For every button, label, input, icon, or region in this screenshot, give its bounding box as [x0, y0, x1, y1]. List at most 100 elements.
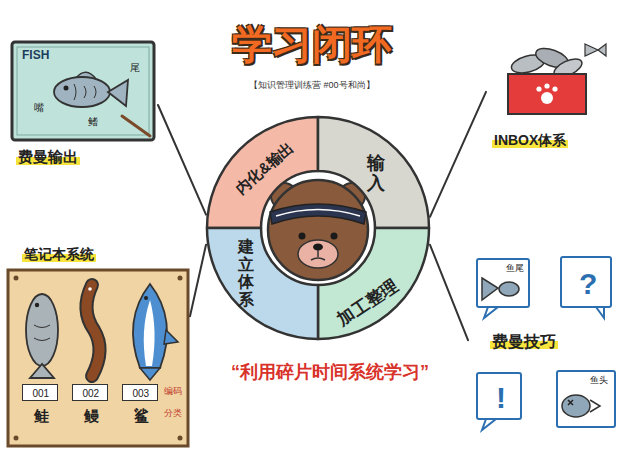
illustration-part — [299, 233, 306, 240]
connector-line — [430, 245, 468, 340]
segment-fill — [318, 117, 429, 228]
illustration-part — [276, 210, 360, 217]
free-label: FISH — [22, 48, 49, 62]
illustration-part — [482, 278, 498, 300]
illustration-part — [596, 307, 604, 318]
speech-card: 鱼头 — [556, 370, 616, 428]
illustration-part — [536, 86, 541, 91]
illustration-part — [484, 307, 498, 318]
node-text: 鱼头 — [590, 375, 608, 386]
illustration-part — [74, 84, 96, 100]
illustration-part — [12, 42, 154, 140]
diagram-title: 学习闭环 — [232, 20, 392, 68]
illustration-part — [508, 74, 586, 114]
feynman-cards — [476, 256, 616, 430]
illustration-part — [499, 282, 519, 296]
node-text: 001 — [33, 388, 50, 400]
illustration-part — [64, 86, 69, 91]
free-label: 尾 — [130, 62, 140, 74]
illustration-part — [476, 372, 522, 420]
free-label: 分类 — [164, 408, 182, 419]
node-text: 002 — [83, 388, 100, 400]
fish-board — [12, 42, 154, 140]
code-box: 001鲑 — [22, 384, 58, 401]
connector-line — [158, 105, 206, 215]
cycle-segment: 内化&输出 — [206, 116, 318, 228]
illustration-part — [144, 300, 155, 366]
free-label: 【知识管理训练营 #00号和尚】 — [249, 80, 375, 91]
illustration-part — [541, 92, 553, 104]
node-text: 鱼尾 — [506, 263, 524, 274]
illustration-part — [88, 287, 92, 291]
connector-line — [430, 92, 486, 217]
node-text: ? — [579, 266, 597, 302]
illustration-part — [544, 83, 549, 88]
inbox-panel: INBOX体系 — [486, 40, 606, 155]
node-text: ! — [496, 380, 506, 416]
illustration-part — [140, 368, 160, 380]
code-box: 003鲨 — [122, 384, 158, 401]
illustration-part — [144, 296, 148, 300]
illustration-part — [482, 419, 496, 430]
illustration-part — [26, 294, 58, 366]
illustration-part — [108, 80, 128, 106]
illustration-part — [562, 395, 590, 417]
illustration-part — [560, 256, 612, 308]
speech-card: ! — [476, 372, 522, 420]
illustration-part — [331, 233, 338, 240]
illustration-part — [568, 400, 573, 405]
illustration-part — [311, 250, 325, 260]
illustration-part — [552, 86, 557, 91]
node-text: 003 — [133, 388, 150, 400]
illustration-part — [298, 240, 338, 268]
segment-fill — [207, 228, 318, 339]
notebook-board — [8, 270, 188, 446]
bear-illustration — [268, 180, 368, 280]
illustration-part — [178, 436, 183, 441]
illustration-part — [122, 116, 150, 136]
node-text: 笔记本系统 — [22, 246, 96, 263]
illustration-part — [476, 258, 530, 308]
cycle-segment: 输入 — [318, 116, 430, 228]
node-text: 费曼技巧 — [490, 332, 558, 351]
illustration-part — [590, 400, 600, 412]
segment-shape — [206, 228, 318, 340]
cycle-segment: 建立体系 — [206, 228, 318, 340]
illustration-part — [556, 370, 616, 428]
node-text: 鲨 — [134, 407, 149, 425]
connector-line — [190, 245, 206, 316]
feynman-skill-group: 费曼技巧 鱼尾?! 鱼头 — [468, 252, 628, 448]
code-box: 002鳗 — [72, 384, 108, 401]
illustration-part — [30, 364, 54, 378]
illustration-part — [270, 204, 366, 224]
illustration-part — [35, 303, 39, 307]
node-text: 输入 — [367, 154, 385, 194]
speech-card: 鱼尾 — [476, 258, 530, 308]
illustration-part — [86, 285, 99, 376]
segment-shape — [318, 228, 430, 340]
segment-fill — [207, 117, 318, 228]
inbox-cat-box — [508, 44, 606, 114]
illustration-part — [86, 285, 99, 376]
illustration-part — [34, 325, 50, 341]
node-text: INBOX体系 — [492, 132, 568, 149]
illustration-part — [54, 77, 110, 107]
node-text: 费曼输出 — [16, 148, 80, 166]
illustration-part — [585, 44, 606, 56]
free-label: 鳍 — [88, 116, 98, 128]
illustration-part — [268, 180, 368, 280]
illustration-part — [164, 330, 178, 344]
illustration-part — [313, 244, 323, 251]
free-label: 编码 — [164, 386, 182, 397]
node-text: 鲑 — [34, 407, 49, 425]
illustration-part — [14, 276, 19, 281]
illustration-part — [14, 436, 19, 441]
node-text: 鳗 — [84, 407, 99, 425]
segment-fill — [318, 228, 429, 339]
illustration-part — [8, 270, 188, 446]
free-label: 嘴 — [34, 102, 44, 114]
illustration-part — [133, 284, 167, 368]
notebook-panel: 笔记本系统001鲑002鳗003鲨 — [6, 242, 190, 448]
illustration-part — [178, 276, 183, 281]
